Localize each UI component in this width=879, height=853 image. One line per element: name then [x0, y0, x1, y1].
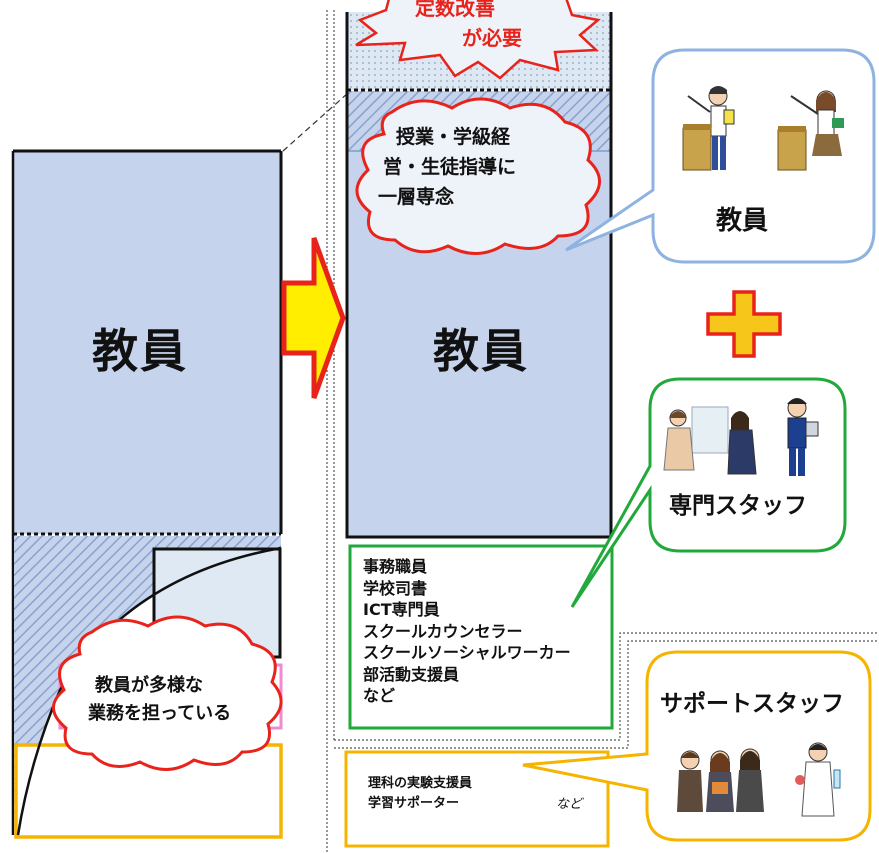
support-staff-illustration [677, 742, 841, 817]
region-separators [326, 10, 879, 853]
top-star-text-1: 定数改善 [415, 0, 495, 20]
left-cloud-line-1: 教員が多様な [95, 675, 203, 696]
right-cloud-line-2: 営・生徒指導に [383, 156, 517, 178]
list-item: 理科の実験支援員 [368, 776, 473, 791]
specialist-list-box [348, 544, 614, 730]
list-item: 学校司書 [363, 578, 428, 598]
coach-illustration [787, 398, 819, 476]
specialist-bubble-label: 専門スタッフ [669, 493, 807, 519]
teacher-bubble-label: 教員 [716, 206, 769, 236]
left-teacher-block [11, 149, 283, 835]
list-item: 部活動支援員 [363, 664, 460, 684]
specialist-bubble [570, 377, 847, 608]
plus-icon [706, 290, 782, 358]
top-star-burst [355, 0, 601, 80]
list-item: スクールソーシャルワーカー [363, 643, 571, 662]
support-bubble-label: サポートスタッフ [660, 691, 844, 717]
left-block-title: 教員 [92, 324, 188, 378]
right-block-title: 教員 [433, 324, 529, 378]
projection-line [282, 92, 349, 152]
specialist-list: 事務職員 学校司書 ICT専門員 スクールカウンセラー スクールソーシャルワーカ… [363, 556, 571, 707]
teacher-illustration-female [777, 90, 844, 171]
support-list: 理科の実験支援員 学習サポーター [368, 774, 472, 814]
list-item: など [363, 686, 396, 705]
right-cloud-line-1: 授業・学級経 [396, 126, 511, 148]
right-cloud-line-3: 一層専念 [378, 186, 455, 208]
left-cloud [52, 615, 283, 771]
list-item: ICT専門員 [363, 600, 440, 619]
counselor-illustration [663, 406, 757, 475]
left-cloud-line-2: 業務を担っている [88, 703, 232, 724]
list-item: スクールカウンセラー [363, 621, 523, 641]
right-arrow-icon [281, 237, 346, 399]
right-cloud [355, 97, 601, 255]
support-bubble [522, 650, 872, 842]
support-list-etc: など [556, 797, 583, 812]
list-item: 学習サポーター [368, 796, 460, 811]
right-teacher-block [345, 12, 613, 539]
list-item: 事務職員 [363, 557, 428, 576]
teacher-illustration-male [682, 86, 735, 171]
top-star-text-2: が必要 [462, 26, 522, 50]
